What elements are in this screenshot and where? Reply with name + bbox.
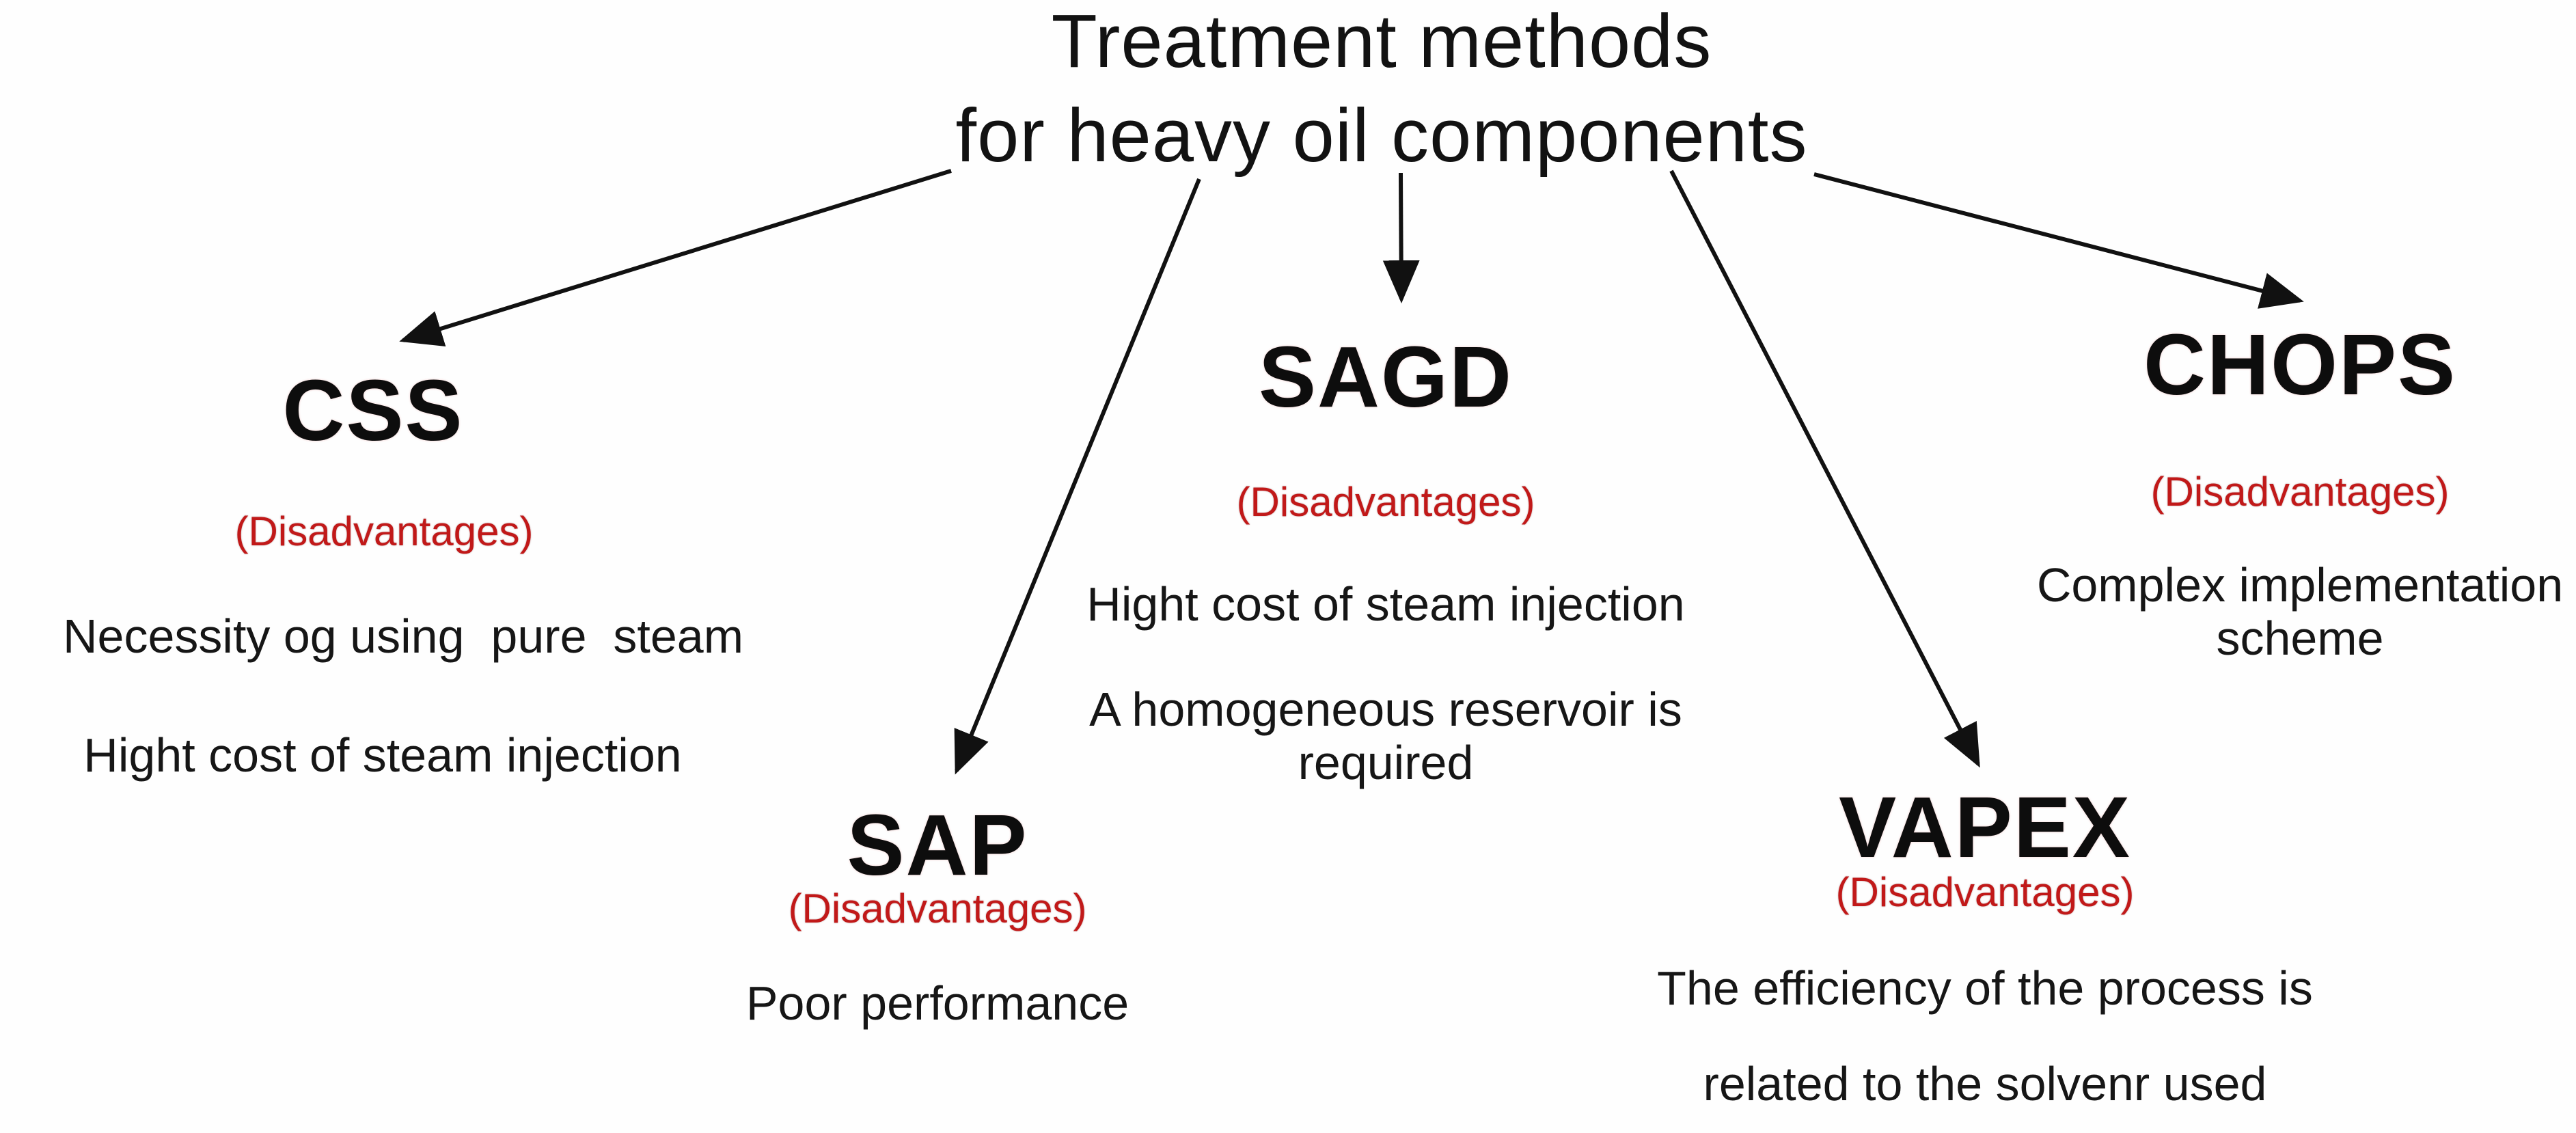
disadvantages-label-css: (Disadvantages)	[234, 508, 534, 554]
arrow-to-sap	[954, 178, 1201, 775]
method-heading-chops: CHOPS	[2143, 316, 2457, 413]
disadvantage-item: Complex implementation scheme	[2036, 558, 2576, 666]
method-heading-sap: SAP	[847, 797, 1028, 893]
method-heading-vapex: VAPEX	[1839, 779, 2131, 875]
page-title-line1: Treatment methods	[1051, 0, 1712, 83]
arrow-to-chops	[1813, 172, 2304, 309]
arrow-to-vapex	[1669, 169, 1980, 768]
disadvantage-item: Poor performance	[745, 977, 1129, 1030]
disadvantage-item: Necessity og using pure steam	[62, 610, 744, 663]
arrow-to-css	[399, 169, 952, 346]
disadvantages-label-chops: (Disadvantages)	[2150, 469, 2450, 515]
method-heading-css: CSS	[282, 362, 464, 459]
page-title-line2: for heavy oil components	[955, 94, 1808, 178]
disadvantages-label-sagd: (Disadvantages)	[1236, 479, 1535, 525]
page-title: Treatment methods for heavy oil componen…	[903, 0, 1860, 183]
disadvantages-label-sap: (Disadvantages)	[788, 886, 1087, 931]
disadvantage-item: The efficiency of the process is	[1657, 961, 2313, 1015]
disadvantages-label-vapex: (Disadvantages)	[1835, 869, 2135, 915]
method-heading-sagd: SAGD	[1258, 329, 1513, 425]
disadvantage-item: Hight cost of steam injection	[1086, 577, 1685, 631]
disadvantage-item: related to the solvenr used	[1703, 1057, 2267, 1110]
disadvantage-item: A homogeneous reservoir is required	[1089, 683, 1696, 790]
disadvantage-item: Hight cost of steam injection	[83, 728, 682, 782]
